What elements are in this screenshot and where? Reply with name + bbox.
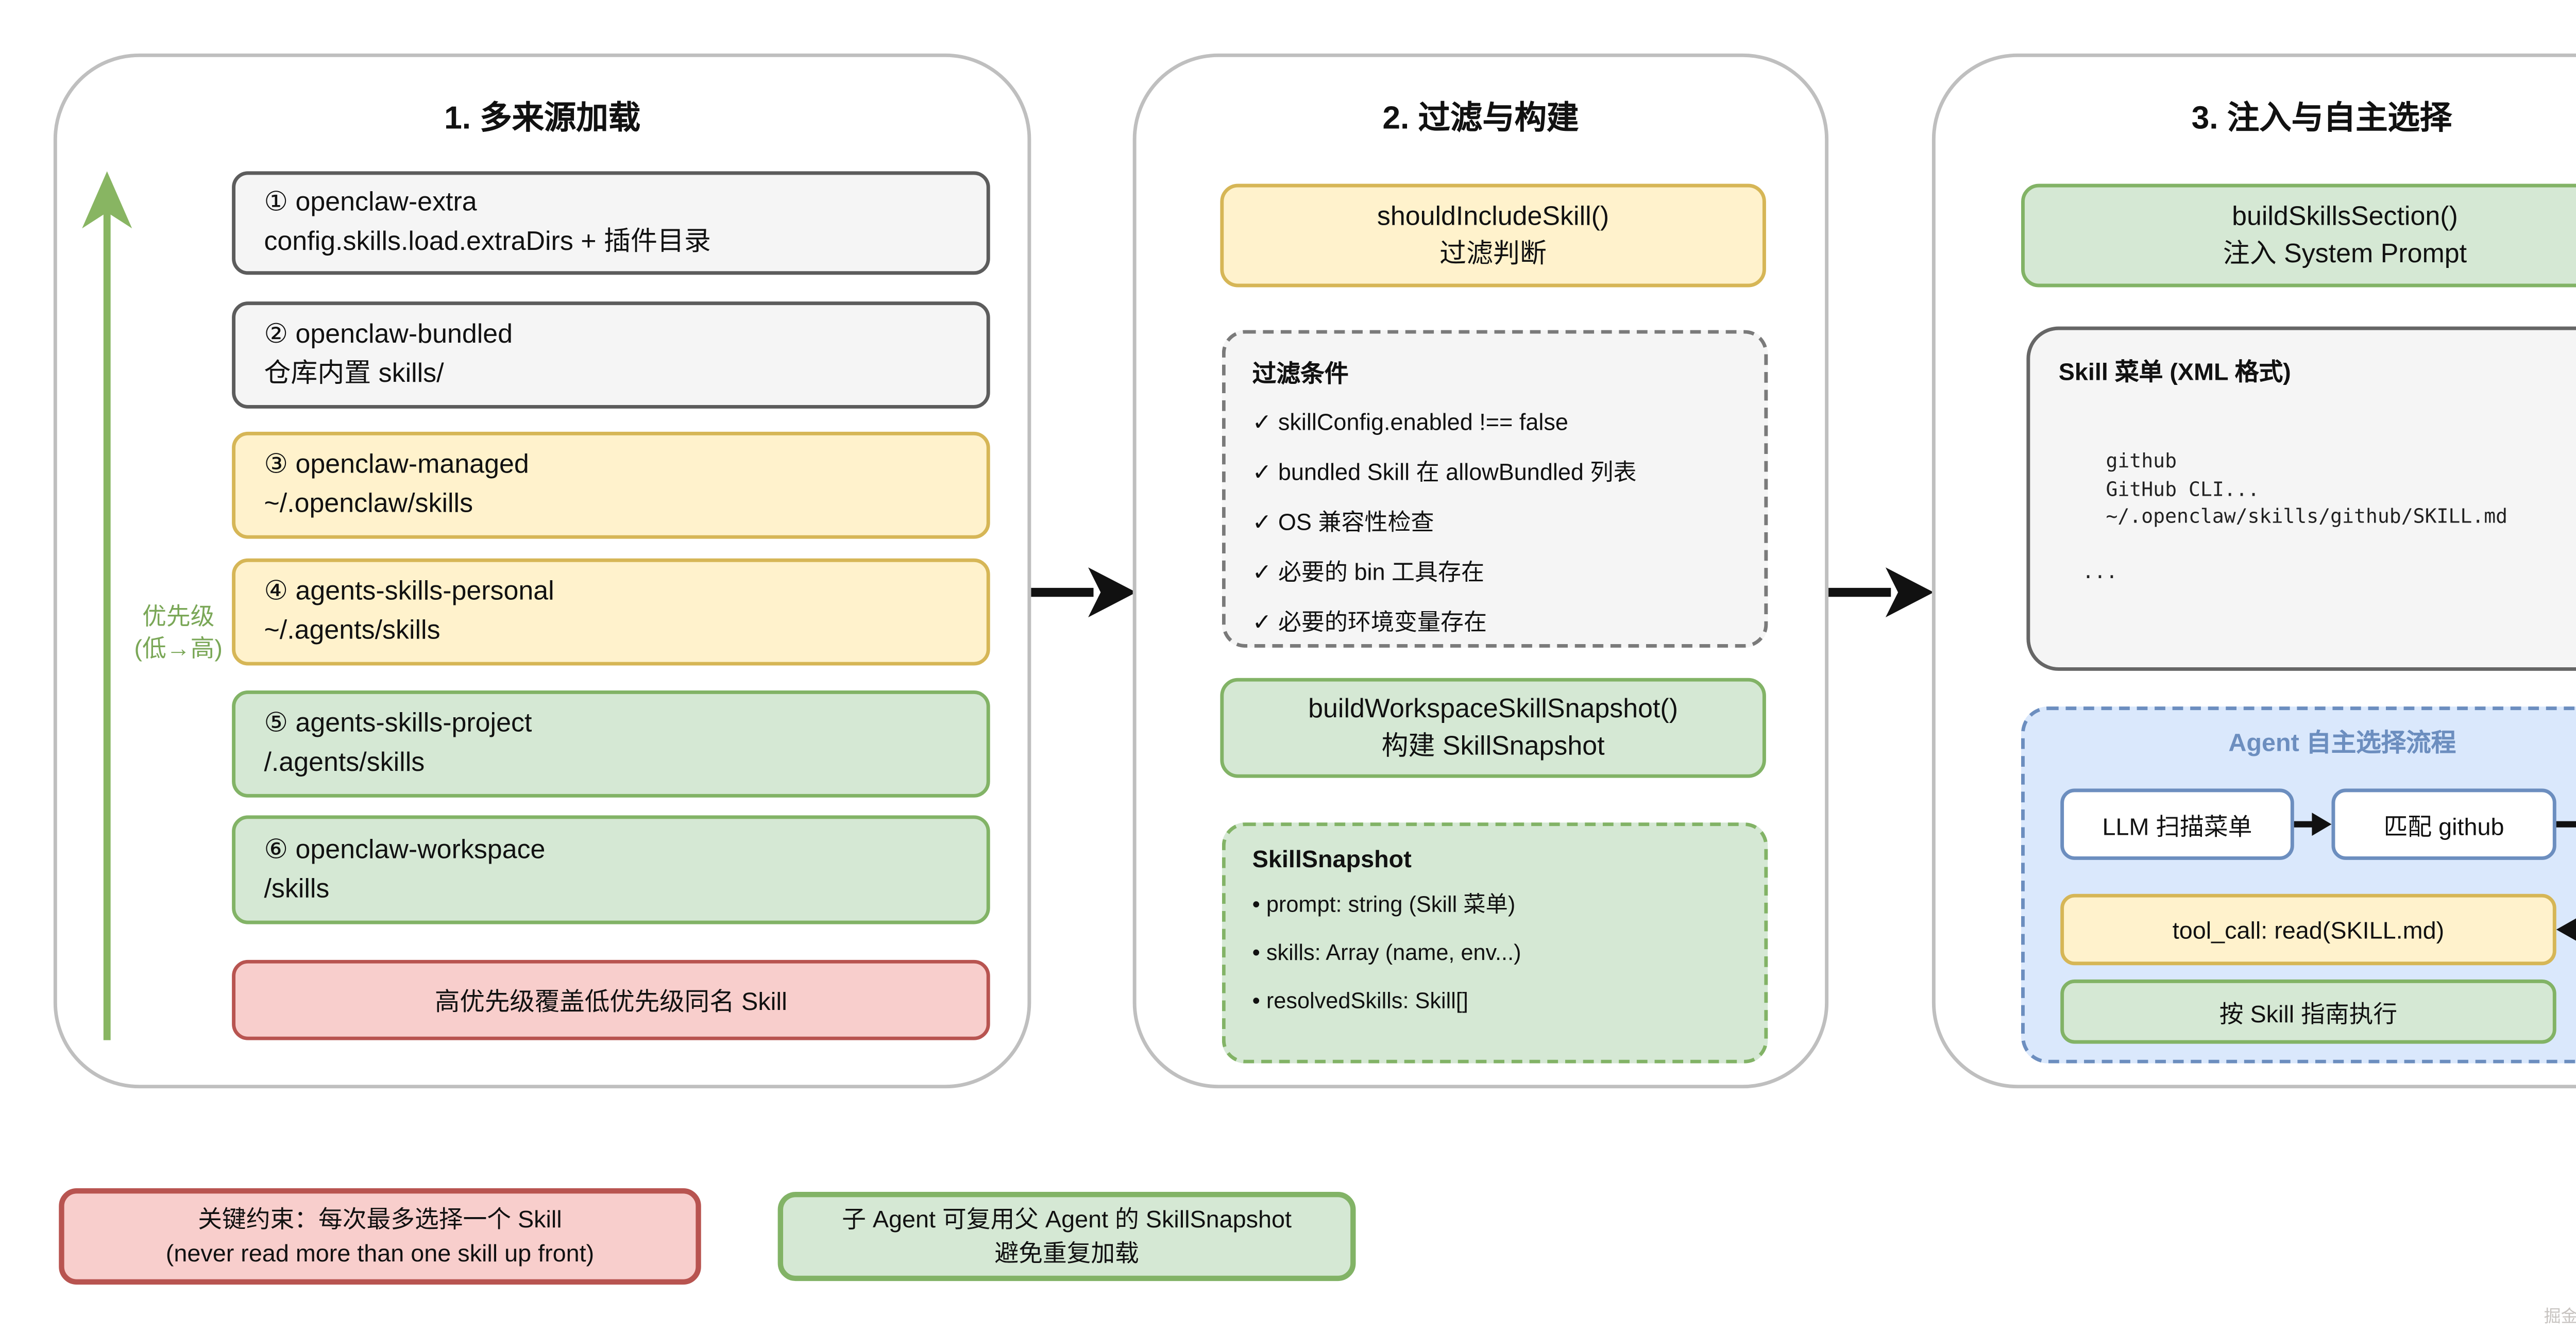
key-constraint-note: 关键约束：每次最多选择一个 Skill (never read more tha… [59, 1188, 701, 1285]
panel-filter-and-build: 2. 过滤与构建 shouldIncludeSkill() 过滤判断 过滤条件 … [1132, 53, 1829, 1089]
build-skills-section-box: buildSkillsSection() 注入 System Prompt [2021, 183, 2576, 288]
source-path: /.agents/skills [264, 747, 425, 778]
flow-node-tool-call: tool_call: read(SKILL.md) [2060, 893, 2556, 966]
source-name: ⑥ openclaw-workspace [264, 834, 546, 865]
skill-menu-code: github GitHub CLI... ~/.openclaw/skills/… [2082, 449, 2508, 584]
priority-up-arrow-icon [82, 171, 132, 1040]
panel1-title: 1. 多来源加载 [444, 99, 641, 136]
skill-menu-xml-box: Skill 菜单 (XML 格式) github GitHub CLI... ~… [2026, 326, 2576, 671]
filter-condition: ✓ OS 兼容性检查 [1252, 508, 1434, 535]
flow-node-llm-scan: LLM 扫描菜单 [2060, 788, 2294, 860]
fn-name: buildSkillsSection() [2232, 201, 2458, 232]
source-path: config.skills.load.extraDirs + 插件目录 [264, 226, 711, 257]
flow-node-match-github: 匹配 github [2331, 788, 2556, 860]
fn-desc: 过滤判断 [1439, 239, 1547, 269]
source-name: ② openclaw-bundled [264, 319, 513, 350]
arrow-load-to-filter [1031, 567, 1137, 618]
source-path: ~/.agents/skills [264, 615, 440, 646]
priority-override-note: 高优先级覆盖低优先级同名 Skill [232, 959, 990, 1040]
priority-axis-label-line2: (低→高) [134, 634, 223, 661]
source-box-agents-skills-personal: ④ agents-skills-personal ~/.agents/skill… [232, 558, 990, 666]
source-box-openclaw-workspace: ⑥ openclaw-workspace /skills [232, 815, 990, 924]
fn-name: shouldIncludeSkill() [1377, 201, 1609, 232]
filter-conditions-title: 过滤条件 [1252, 360, 1349, 387]
arrow-match-to-toolcall [2556, 821, 2576, 941]
priority-axis-label: 优先级 (低→高) [121, 601, 235, 664]
skill-snapshot-box: SkillSnapshot • prompt: string (Skill 菜单… [1222, 822, 1768, 1064]
panel3-title: 3. 注入与自主选择 [2191, 99, 2452, 136]
arrow-filter-to-inject [1828, 567, 1934, 618]
source-box-openclaw-extra: ① openclaw-extra config.skills.load.extr… [232, 171, 990, 275]
snapshot-field: • prompt: string (Skill 菜单) [1252, 892, 1516, 917]
filter-condition: ✓ 必要的环境变量存在 [1252, 608, 1487, 635]
filter-condition: ✓ 必要的 bin 工具存在 [1252, 558, 1485, 585]
fn-desc: 注入 System Prompt [2223, 239, 2467, 269]
source-path: /skills [264, 873, 330, 904]
snapshot-field: • skills: Array (name, env...) [1252, 940, 1521, 966]
fn-desc: 构建 SkillSnapshot [1381, 731, 1605, 762]
build-workspace-skill-snapshot-box: buildWorkspaceSkillSnapshot() 构建 SkillSn… [1220, 678, 1766, 778]
source-name: ⑤ agents-skills-project [264, 708, 532, 739]
priority-axis-label-line1: 优先级 [142, 603, 215, 630]
filter-condition: ✓ skillConfig.enabled !== false [1252, 408, 1568, 435]
source-box-agents-skills-project: ⑤ agents-skills-project /.agents/skills [232, 690, 990, 798]
sub-agent-reuse-note: 子 Agent 可复用父 Agent 的 SkillSnapshot 避免重复加… [777, 1191, 1356, 1282]
filter-conditions-box: 过滤条件 ✓ skillConfig.enabled !== false ✓ b… [1222, 330, 1768, 648]
flow-node-execute: 按 Skill 指南执行 [2060, 979, 2556, 1044]
source-box-openclaw-bundled: ② openclaw-bundled 仓库内置 skills/ [232, 301, 990, 409]
watermark: 掘金技术社区 @ 京东云开发者 [2544, 1308, 2576, 1328]
panel-multi-source-loading: 1. 多来源加载 优先级 (低→高) ① openclaw-extra conf… [53, 53, 1031, 1089]
fn-name: buildWorkspaceSkillSnapshot() [1308, 694, 1679, 724]
source-path: 仓库内置 skills/ [264, 358, 444, 389]
filter-condition: ✓ bundled Skill 在 allowBundled 列表 [1252, 458, 1637, 485]
arrow-scan-to-match [2294, 813, 2332, 836]
source-name: ③ openclaw-managed [264, 449, 529, 480]
agent-selection-flow-box: Agent 自主选择流程 LLM 扫描菜单 匹配 github tool_cal… [2021, 706, 2576, 1064]
skill-menu-title: Skill 菜单 (XML 格式) [2058, 358, 2291, 385]
panel2-title: 2. 过滤与构建 [1382, 99, 1579, 136]
should-include-skill-box: shouldIncludeSkill() 过滤判断 [1220, 183, 1766, 288]
source-name: ① openclaw-extra [264, 187, 477, 218]
source-box-openclaw-managed: ③ openclaw-managed ~/.openclaw/skills [232, 431, 990, 539]
skill-snapshot-title: SkillSnapshot [1252, 846, 1412, 873]
source-name: ④ agents-skills-personal [264, 576, 554, 607]
source-path: ~/.openclaw/skills [264, 488, 473, 519]
agent-flow-title: Agent 自主选择流程 [2228, 728, 2456, 757]
snapshot-field: • resolvedSkills: Skill[] [1252, 988, 1468, 1014]
panel-inject-and-select: 3. 注入与自主选择 buildSkillsSection() 注入 Syste… [1931, 53, 2576, 1089]
